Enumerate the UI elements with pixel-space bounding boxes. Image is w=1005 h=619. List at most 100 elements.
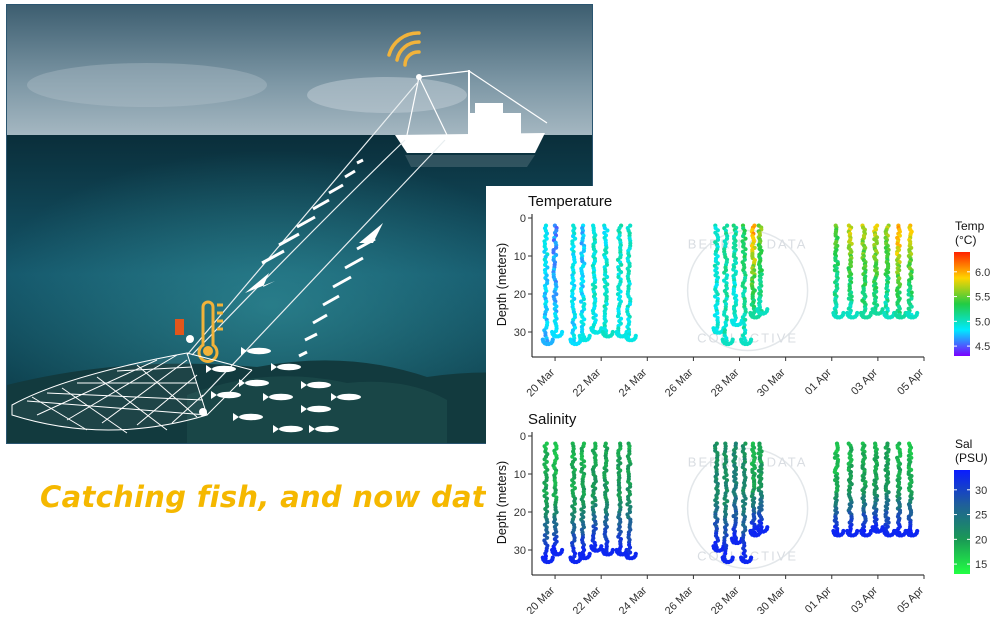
data-point xyxy=(858,528,864,534)
data-point xyxy=(743,236,748,241)
x-tick-label: 05 Apr xyxy=(895,366,926,397)
legend-title: Temp xyxy=(955,219,985,233)
thermometer-icon xyxy=(197,300,223,363)
data-point xyxy=(882,528,887,534)
data-point xyxy=(722,496,727,501)
y-axis-label: Depth (meters) xyxy=(495,243,509,326)
fish-icon xyxy=(233,413,263,421)
data-point xyxy=(906,292,911,297)
fish-school xyxy=(206,347,361,433)
data-point xyxy=(858,310,864,316)
data-point xyxy=(581,297,586,302)
fish-icon xyxy=(211,391,241,399)
data-point xyxy=(618,289,623,294)
data-point xyxy=(743,441,748,446)
watermark-top: BERRING DATA xyxy=(688,237,808,252)
scatter-points xyxy=(540,223,920,347)
data-point xyxy=(581,459,587,464)
data-point xyxy=(739,555,744,560)
fish-icon xyxy=(301,405,331,413)
data-point xyxy=(720,555,725,560)
data-point xyxy=(748,310,753,316)
data-point xyxy=(905,310,910,316)
fish-icon xyxy=(309,425,339,433)
legend-tick-label: 30 xyxy=(975,485,987,497)
data-point xyxy=(729,318,734,323)
data-point xyxy=(729,536,734,541)
legend-tick-label: 5.0 xyxy=(975,316,990,328)
data-point xyxy=(845,528,850,534)
data-point xyxy=(572,501,578,506)
fish-icon xyxy=(206,365,236,373)
y-tick-label: 10 xyxy=(514,469,526,481)
data-point xyxy=(893,528,898,534)
legend-tick-label: 20 xyxy=(975,534,987,546)
chart-title: Salinity xyxy=(528,411,577,428)
cloud xyxy=(307,77,467,113)
data-point xyxy=(715,237,721,242)
data-point xyxy=(614,547,619,553)
data-point xyxy=(722,278,727,283)
x-tick-label: 24 Mar xyxy=(617,584,650,614)
data-point xyxy=(893,310,898,316)
data-point xyxy=(545,520,550,525)
data-point xyxy=(870,525,875,530)
fish-icon xyxy=(263,393,293,401)
data-point xyxy=(570,483,575,488)
data-point xyxy=(909,290,914,295)
x-tick-label: 30 Mar xyxy=(755,584,788,614)
x-tick-label: 01 Apr xyxy=(803,366,834,397)
arrow-down-icon xyxy=(245,273,275,293)
data-point xyxy=(600,329,605,335)
watermark-ring xyxy=(686,229,809,352)
data-point xyxy=(870,307,875,312)
data-point xyxy=(909,304,914,309)
data-point xyxy=(540,555,545,560)
fish-icon xyxy=(301,381,331,389)
data-point xyxy=(550,547,555,553)
y-tick-label: 20 xyxy=(514,507,526,519)
data-point xyxy=(551,250,556,255)
data-point xyxy=(550,329,555,335)
data-point xyxy=(831,310,836,316)
float xyxy=(199,408,207,416)
data-point xyxy=(540,337,545,342)
x-tick-label: 01 Apr xyxy=(803,584,834,614)
x-tick-label: 20 Mar xyxy=(524,584,557,614)
data-point xyxy=(722,475,727,480)
boat-reflection xyxy=(405,155,535,167)
y-tick-label: 0 xyxy=(520,213,526,225)
data-point xyxy=(882,310,887,316)
y-tick-label: 30 xyxy=(514,545,526,557)
data-point xyxy=(831,528,836,534)
data-point xyxy=(590,500,595,505)
data-point xyxy=(713,294,718,299)
y-tick-label: 10 xyxy=(514,251,526,263)
net-sensor-float xyxy=(175,319,184,335)
data-point xyxy=(722,270,727,275)
x-tick-label: 28 Mar xyxy=(709,584,742,614)
data-point xyxy=(711,544,716,549)
data-point xyxy=(712,313,717,318)
legend-tick-label: 15 xyxy=(975,559,987,571)
legend-tick-label: 25 xyxy=(975,510,987,522)
data-point xyxy=(743,496,748,501)
data-point xyxy=(835,262,840,267)
legend-tick-label: 4.5 xyxy=(975,341,990,353)
data-point xyxy=(605,228,610,233)
wifi-signal-icon xyxy=(387,31,421,67)
caption: Catching fish, and now data xyxy=(40,480,506,514)
tow-lines xyxy=(186,82,446,398)
data-point xyxy=(725,223,730,228)
data-point xyxy=(625,502,630,507)
fish-icon xyxy=(241,347,271,355)
watermark-top: BERRING DATA xyxy=(688,455,808,470)
data-point xyxy=(715,261,720,266)
data-point xyxy=(623,333,628,338)
x-tick-label: 22 Mar xyxy=(571,366,604,399)
legend-tick-label: 6.0 xyxy=(975,267,990,279)
